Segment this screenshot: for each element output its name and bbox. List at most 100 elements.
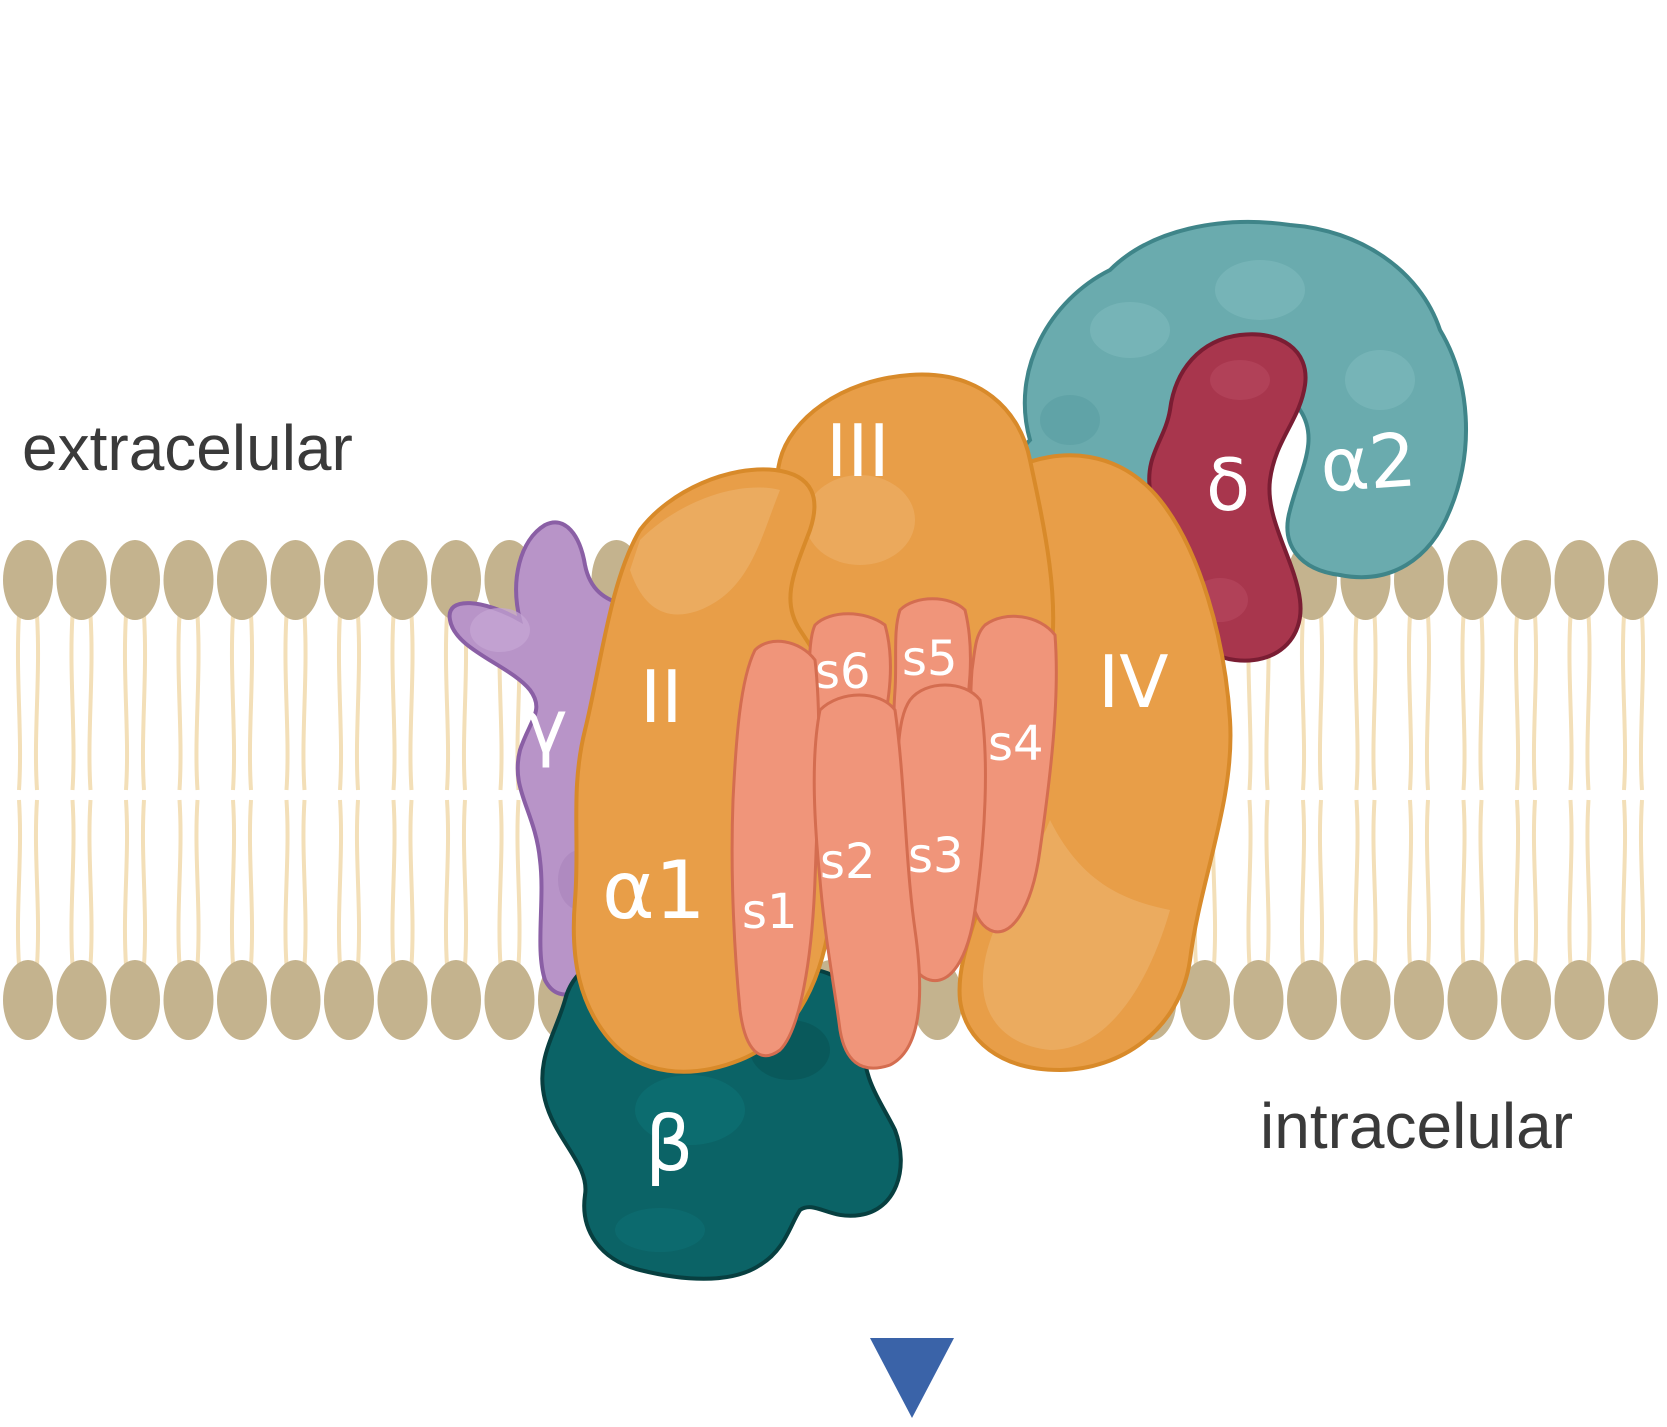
lipid-head: [217, 960, 267, 1040]
alpha1-subunit: IV III II α1 s6 s5: [571, 372, 1233, 1074]
lipid-tail: [176, 614, 183, 791]
lipid-head: [1287, 960, 1337, 1040]
lipid-tail: [515, 799, 522, 966]
domain-IV-label: IV: [1098, 640, 1169, 724]
lipid-tail: [1317, 799, 1325, 966]
alpha2-label: α2: [1317, 417, 1419, 509]
lipid-tail: [1371, 799, 1378, 966]
lipid-head: [1447, 540, 1498, 620]
lipid-tail: [15, 799, 23, 966]
lipid-tail: [247, 799, 255, 966]
lipid-head: [163, 540, 214, 620]
segment-s4-label: s4: [988, 716, 1044, 772]
domain-II-label: II: [640, 655, 682, 739]
lipid-tail: [1585, 614, 1592, 791]
lipid-head: [56, 960, 107, 1040]
lipid-tail: [1567, 799, 1574, 966]
lipid-head: [110, 540, 160, 620]
lipid-tail: [408, 614, 415, 791]
lipid-tail: [283, 799, 290, 966]
lipid-tail: [1513, 614, 1521, 791]
lipid-tail: [1478, 799, 1485, 966]
arrow-head-icon: [870, 1338, 954, 1418]
lipid-head: [1608, 960, 1658, 1040]
lipid-head: [1554, 540, 1605, 620]
segment-s1-label: s1: [742, 884, 798, 940]
lipid-tail: [1567, 614, 1574, 791]
lipid-head: [1501, 960, 1551, 1040]
lipid-tail: [1371, 614, 1378, 791]
lipid-head: [1608, 540, 1658, 620]
lipid-head: [1501, 540, 1551, 620]
lipid-tail: [1264, 799, 1271, 966]
lipid-tail: [1620, 614, 1628, 791]
lipid-tail: [1478, 614, 1485, 791]
gamma-label: γ: [524, 684, 568, 770]
lipid-tail: [1585, 799, 1592, 966]
lipid-tail: [122, 614, 130, 791]
lipid-tail: [69, 614, 76, 791]
lipid-tail: [247, 614, 255, 791]
lipid-head: [270, 960, 321, 1040]
lipid-tail: [354, 614, 362, 791]
lipid-head: [912, 960, 963, 1040]
domain-III-label: III: [826, 409, 890, 493]
segment-s4: s4: [966, 614, 1058, 934]
lipid-tail: [140, 799, 148, 966]
lipid-tail: [229, 799, 237, 966]
lipid-tail: [33, 614, 41, 791]
lipid-head: [324, 540, 374, 620]
lipid-tail: [390, 799, 397, 966]
lipid-head: [431, 540, 481, 620]
segment-s2-label: s2: [820, 834, 876, 890]
lipid-head: [3, 960, 53, 1040]
extracellular-label: extracelular: [22, 412, 353, 484]
lipid-tail: [1638, 799, 1646, 966]
lipid-tail: [194, 799, 201, 966]
lipid-head: [1447, 960, 1498, 1040]
lipid-head: [1554, 960, 1605, 1040]
lipid-tail: [1299, 614, 1307, 791]
lipid-head: [217, 540, 267, 620]
lipid-head: [1233, 960, 1284, 1040]
lipid-tail: [140, 614, 148, 791]
lipid-tail: [229, 614, 237, 791]
beta-label: β: [645, 1099, 694, 1188]
lipid-head: [110, 960, 160, 1040]
lipid-tail: [33, 799, 41, 966]
segment-s6-label: s6: [815, 644, 871, 700]
lipid-tail: [122, 799, 130, 966]
segment-s1: s1: [730, 639, 821, 1058]
lipid-head: [324, 960, 374, 1040]
lipid-tail: [69, 799, 76, 966]
lipid-tail: [1531, 614, 1539, 791]
lipid-head: [377, 540, 428, 620]
lipid-head: [1394, 960, 1444, 1040]
lipid-tail: [336, 799, 344, 966]
lipid-head: [484, 960, 535, 1040]
lipid-tail: [443, 799, 451, 966]
lipid-tail: [1246, 799, 1253, 966]
lipid-tail: [1513, 799, 1521, 966]
lipid-head: [431, 960, 481, 1040]
lipid-head: [163, 960, 214, 1040]
lipid-tail: [1424, 614, 1432, 791]
lipid-tail: [1353, 614, 1360, 791]
lipid-tail: [301, 799, 308, 966]
lipid-tail: [194, 614, 201, 791]
lipid-tail: [176, 799, 183, 966]
lipid-head: [270, 540, 321, 620]
lipid-head: [56, 540, 107, 620]
lipid-head: [1340, 960, 1391, 1040]
lipid-tail: [1317, 614, 1325, 791]
alpha1-label: α1: [602, 844, 706, 937]
intracellular-label: intracelular: [1260, 1090, 1573, 1162]
lipid-head: [3, 540, 53, 620]
lipid-tail: [1460, 799, 1467, 966]
lipid-tail: [1299, 799, 1307, 966]
lipid-tail: [283, 614, 290, 791]
lipid-tail: [15, 614, 23, 791]
lipid-tail: [461, 799, 469, 966]
lipid-tail: [1406, 614, 1414, 791]
